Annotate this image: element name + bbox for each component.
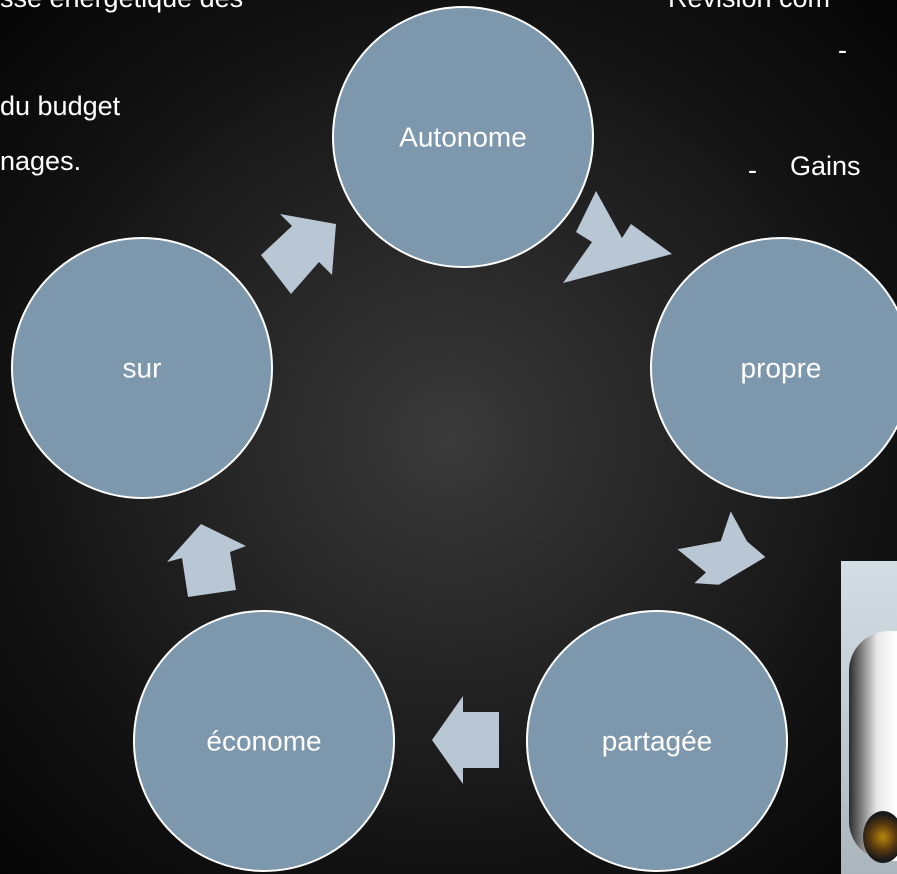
vehicle-wheel-icon xyxy=(863,811,897,863)
arrow-econome-to-sur xyxy=(167,524,246,597)
text-fragment-dash-1: - xyxy=(838,35,847,65)
node-propre: propre xyxy=(650,237,897,499)
node-autonome: Autonome xyxy=(332,6,594,268)
vehicle-photo xyxy=(841,561,897,874)
text-fragment-gains: Gains xyxy=(790,151,861,181)
arrow-sur-to-autonome xyxy=(261,214,336,294)
arrow-partagee-to-econome xyxy=(432,696,499,784)
node-label-econome: économe xyxy=(206,726,321,757)
text-fragment-dash-2: - xyxy=(748,155,757,185)
node-label-partagee: partagée xyxy=(602,726,713,757)
node-label-sur: sur xyxy=(123,353,162,384)
node-label-propre: propre xyxy=(741,353,822,384)
node-econome: économe xyxy=(133,610,395,872)
text-fragment-top-left-2: du budget xyxy=(0,91,121,121)
arrow-autonome-to-propre xyxy=(563,191,672,283)
text-fragment-top-right-1: Révision com xyxy=(668,0,830,14)
text-fragment-top-left-1: sse énergétique des xyxy=(0,0,243,14)
arrow-propre-to-partagee xyxy=(677,511,766,585)
text-fragment-top-left-3: nages. xyxy=(0,146,82,176)
node-partagee: partagée xyxy=(526,610,788,872)
node-sur: sur xyxy=(11,237,273,499)
node-label-autonome: Autonome xyxy=(399,122,527,153)
